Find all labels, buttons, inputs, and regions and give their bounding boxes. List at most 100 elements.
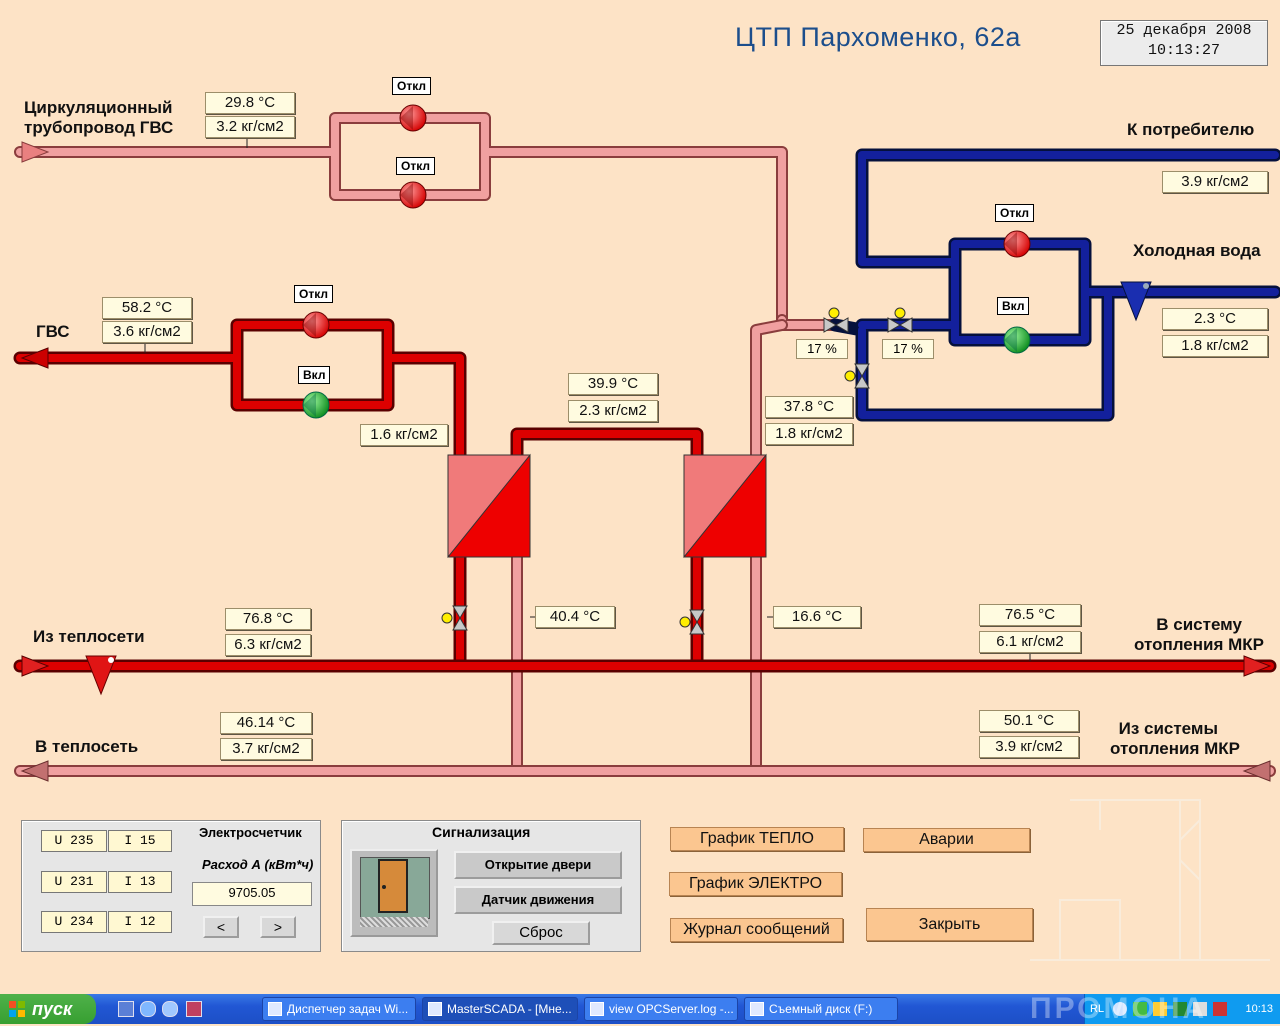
heat-chart-button[interactable]: График ТЕПЛО — [670, 827, 844, 851]
hx-press-value: 2.3 кг/см2 — [568, 400, 658, 422]
close-button[interactable]: Закрыть — [866, 908, 1033, 941]
gvs-pump-press-value: 1.6 кг/см2 — [360, 424, 448, 446]
meter-prev-button[interactable]: < — [203, 916, 239, 938]
label-consumer: К потребителю — [1127, 120, 1255, 139]
pump-gvs-bottom-icon — [302, 391, 330, 419]
phase-3-voltage: U 234 — [41, 911, 107, 933]
windows-logo-icon — [9, 1001, 25, 1017]
filter-icon — [85, 281, 1152, 696]
task-removable-disk[interactable]: Съемный диск (F:) — [744, 997, 898, 1021]
tray-icon[interactable] — [1153, 1002, 1167, 1016]
from-heat-temp-value: 76.8 °C — [225, 608, 311, 630]
window-icon — [268, 1002, 282, 1016]
app-icon[interactable] — [186, 1001, 202, 1017]
time-text: 10:13:27 — [1147, 42, 1220, 59]
door-open-indicator[interactable]: Открытие двери — [454, 851, 622, 879]
from-system-temp-value: 50.1 °C — [979, 710, 1079, 732]
pump-gvs-bottom-state[interactable]: Вкл — [298, 366, 331, 384]
from-system-press-value: 3.9 кг/см2 — [979, 736, 1079, 758]
media-icon[interactable] — [162, 1001, 178, 1017]
task-task-manager[interactable]: Диспетчер задач Wi... — [262, 997, 416, 1021]
task-opc-log[interactable]: view OPCServer.log -... — [584, 997, 738, 1021]
pump-cold-top-state[interactable]: Откл — [995, 204, 1034, 222]
flow-arrows — [20, 141, 1272, 782]
language-indicator[interactable]: RL — [1090, 1003, 1105, 1015]
task-label: view OPCServer.log -... — [609, 1002, 734, 1016]
task-label: Диспетчер задач Wi... — [287, 1002, 409, 1016]
pump-gvs-top-icon — [302, 311, 330, 339]
system-tray: RL 10:13 — [1084, 994, 1280, 1024]
tray-icon[interactable] — [1113, 1002, 1127, 1016]
label-gvs: ГВС — [36, 322, 70, 341]
gvs-press-value: 3.6 кг/см2 — [102, 321, 192, 343]
door-icon — [350, 849, 438, 937]
crane-watermark — [1030, 799, 1270, 961]
task-label: MasterSCADA - [Мне... — [447, 1002, 572, 1016]
tray-icon[interactable] — [1193, 1002, 1207, 1016]
alarms-button[interactable]: Аварии — [863, 828, 1030, 852]
alarm-reset-button[interactable]: Сброс — [492, 921, 590, 945]
start-button[interactable]: пуск — [0, 994, 96, 1024]
cold-temp-value: 2.3 °C — [1162, 308, 1268, 330]
pump-circ-top-state[interactable]: Откл — [392, 77, 431, 95]
clock-text[interactable]: 10:13 — [1245, 1003, 1273, 1015]
label-circulation-line1: Циркуляционный — [24, 98, 173, 117]
pump-circ-bottom-state[interactable]: Откл — [396, 157, 435, 175]
hx1-return-temp-value: 40.4 °C — [535, 606, 615, 628]
meter-title: Электросчетчик — [199, 825, 302, 840]
pump-circ-bottom-icon — [399, 181, 427, 209]
consumer-press-value: 3.9 кг/см2 — [1162, 171, 1268, 193]
message-log-button[interactable]: Журнал сообщений — [670, 918, 843, 942]
label-from-system: Из системы отопления МКР — [1100, 719, 1240, 759]
mix-press-value: 1.8 кг/см2 — [765, 423, 853, 445]
tray-icon[interactable] — [1133, 1002, 1147, 1016]
label-to-system-line2: отопления МКР — [1134, 635, 1264, 654]
taskbar: пуск Диспетчер задач Wi... MasterSCADA -… — [0, 994, 1280, 1024]
hx-temp-value: 39.9 °C — [568, 373, 658, 395]
gvs-temp-value: 58.2 °C — [102, 297, 192, 319]
motion-sensor-indicator[interactable]: Датчик движения — [454, 886, 622, 914]
elec-chart-button[interactable]: График ЭЛЕКТРО — [669, 872, 842, 896]
label-to-system-line1: В систему — [1156, 615, 1242, 634]
tray-icon[interactable] — [1213, 1002, 1227, 1016]
browser-icon[interactable] — [140, 1001, 156, 1017]
phase-2-current: I 13 — [108, 871, 172, 893]
phase-1-current: I 15 — [108, 830, 172, 852]
to-system-temp-value: 76.5 °C — [979, 604, 1081, 626]
pump-cold-bottom-state[interactable]: Вкл — [997, 297, 1030, 315]
phase-2-voltage: U 231 — [41, 871, 107, 893]
watermark-text: ПРОМОНА — [1030, 992, 1208, 1025]
valve-2-percent: 17 % — [882, 339, 934, 359]
phase-3-current: I 12 — [108, 911, 172, 933]
mix-temp-value: 37.8 °C — [765, 396, 853, 418]
electricity-meter-panel: Электросчетчик U 235 I 15 U 231 I 13 U 2… — [21, 820, 321, 952]
alarm-panel: Сигнализация Открытие двери Датчик движе… — [341, 820, 641, 952]
window-icon — [590, 1002, 604, 1016]
valve-1-percent: 17 % — [796, 339, 848, 359]
meter-next-button[interactable]: > — [260, 916, 296, 938]
label-from-heat-network: Из теплосети — [33, 627, 145, 646]
alarm-title: Сигнализация — [432, 824, 531, 840]
hx2-return-temp-value: 16.6 °C — [773, 606, 861, 628]
heat-exchanger-1-icon — [446, 453, 531, 558]
date-time-display: 25 декабря 2008 10:13:27 — [1100, 20, 1268, 66]
valve-icon — [441, 307, 913, 635]
label-circulation: Циркуляционный трубопровод ГВС — [24, 98, 173, 138]
task-masterscada[interactable]: MasterSCADA - [Мне... — [422, 997, 578, 1021]
from-heat-press-value: 6.3 кг/см2 — [225, 634, 311, 656]
pump-circ-top-icon — [399, 104, 427, 132]
window-icon — [428, 1002, 442, 1016]
consumption-label: Расход А (кВт*ч) — [202, 857, 314, 872]
circ-temp-value: 29.8 °C — [205, 92, 295, 114]
date-text: 25 декабря 2008 — [1116, 22, 1252, 39]
consumption-value: 9705.05 — [192, 882, 312, 906]
quicklaunch-icon[interactable] — [118, 1001, 134, 1017]
to-system-press-value: 6.1 кг/см2 — [979, 631, 1081, 653]
label-to-system: В систему отопления МКР — [1124, 615, 1264, 655]
cold-press-value: 1.8 кг/см2 — [1162, 335, 1268, 357]
pump-cold-bottom-icon — [1003, 326, 1031, 354]
tray-icon[interactable] — [1173, 1002, 1187, 1016]
pump-gvs-top-state[interactable]: Откл — [294, 285, 333, 303]
to-heat-press-value: 3.7 кг/см2 — [220, 738, 312, 760]
